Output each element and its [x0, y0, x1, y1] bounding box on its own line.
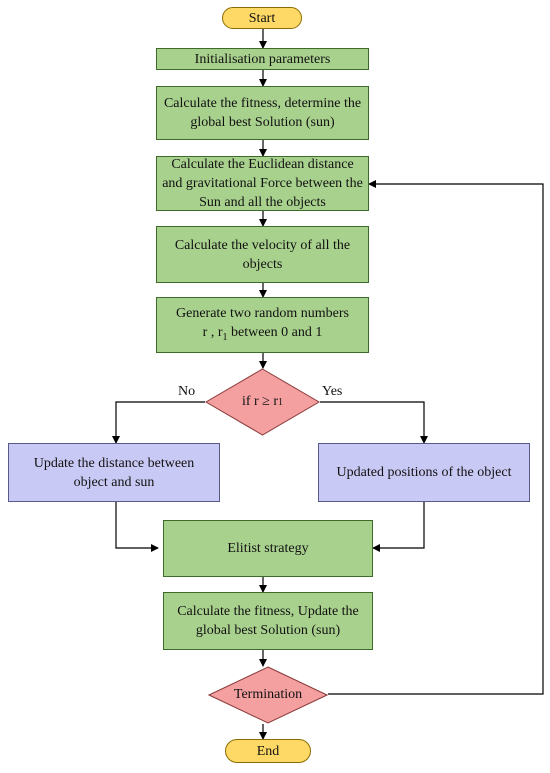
update-distance-box: Update the distance between object and s…: [8, 443, 220, 502]
euclid-label: Calculate the Euclidean distance and gra…: [162, 157, 363, 210]
update-positions-label: Updated positions of the object: [336, 465, 512, 480]
random-label-sub: 1: [222, 331, 228, 343]
termination-label: Termination: [208, 666, 328, 724]
termination-diamond: Termination: [208, 666, 328, 724]
fitness-update-label: Calculate the fitness, Update the global…: [177, 604, 359, 638]
no-label: No: [178, 384, 196, 399]
termination-label-text: Termination: [233, 687, 303, 702]
edge-update-positions-elitist: [372, 502, 425, 552]
start-label: Start: [248, 10, 276, 26]
elitist-label: Elitist strategy: [227, 541, 309, 556]
fitness-update-box: Calculate the fitness, Update the global…: [163, 592, 373, 650]
random-box: Generate two random numbers r , r1 betwe…: [156, 297, 369, 353]
end-label: End: [256, 743, 280, 759]
random-label-line2: r , r1 between 0 and 1: [203, 323, 323, 347]
edge-decision-yes: [320, 401, 428, 444]
update-distance-label: Update the distance between object and s…: [33, 455, 195, 490]
yes-label: Yes: [322, 384, 343, 399]
init-box: Initialisation parameters: [156, 48, 369, 70]
start-terminal: Start: [222, 7, 302, 29]
elitist-box: Elitist strategy: [163, 520, 373, 577]
edge-loop-back: [328, 180, 544, 695]
random-label-prefix: r , r: [202, 324, 223, 340]
termination-shape: [208, 666, 328, 724]
decision-label-prefix: if r ≥ r: [241, 394, 279, 409]
end-terminal: End: [225, 739, 311, 763]
fitness-label: Calculate the fitness, determine the glo…: [163, 96, 362, 130]
random-label-line1: Generate two random numbers: [176, 305, 349, 321]
velocity-box: Calculate the velocity of all the object…: [156, 226, 369, 283]
decision-shape: [205, 368, 320, 436]
euclid-box: Calculate the Euclidean distance and gra…: [156, 156, 369, 211]
update-positions-box: Updated positions of the object: [318, 443, 530, 502]
velocity-label: Calculate the velocity of all the object…: [174, 237, 351, 272]
decision-label-sub: 1: [278, 396, 284, 408]
edge-update-distance-elitist: [115, 502, 159, 552]
random-label-suffix: between 0 and 1: [227, 324, 323, 340]
init-label: Initialisation parameters: [194, 51, 331, 67]
fitness-box: Calculate the fitness, determine the glo…: [156, 86, 369, 140]
edge-decision-no: [112, 401, 205, 444]
